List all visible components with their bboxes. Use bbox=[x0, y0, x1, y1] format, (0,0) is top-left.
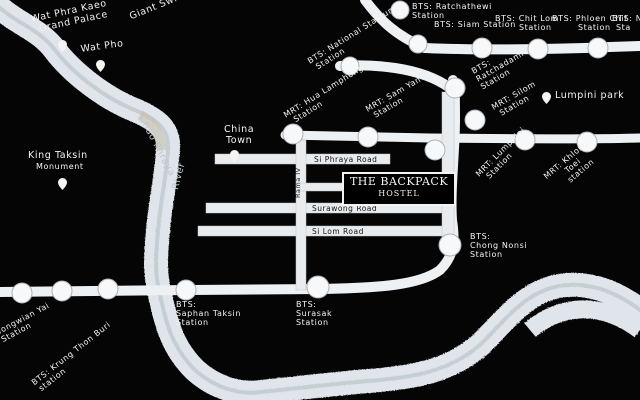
king-taksin-pin-icon bbox=[58, 178, 67, 190]
bts-sukhumvit-line bbox=[360, 0, 640, 55]
china-town-pin-icon bbox=[230, 150, 239, 162]
china-town-label: China Town bbox=[224, 124, 255, 146]
si-phraya-road-label: Si Phraya Road bbox=[314, 155, 378, 164]
hostel-subtitle: HOSTEL bbox=[378, 189, 420, 198]
wat-phra-kaeo-pin-icon bbox=[58, 40, 67, 52]
wat-pho-pin-icon bbox=[96, 60, 105, 72]
station-dots bbox=[11, 0, 609, 304]
hostel-name: THE BACKPACK bbox=[349, 175, 449, 188]
surawong-road-label: Surawong Road bbox=[312, 204, 378, 213]
mrt-blue-line bbox=[280, 130, 640, 144]
backpack-hostel-marker[interactable]: THE BACKPACK HOSTEL bbox=[342, 172, 456, 206]
si-lom-road-label: Si Lom Road bbox=[312, 227, 364, 236]
lumpini-park-label: Lumpini park bbox=[555, 90, 625, 101]
rama4-road-shape bbox=[295, 139, 307, 291]
rama4-road-label: Rama IV bbox=[294, 167, 302, 198]
king-taksin-label: King Taksin Monument bbox=[28, 150, 88, 171]
siam-station-label: BTS: Siam Station bbox=[434, 20, 516, 29]
nana-station-label: BTS: NaSta bbox=[612, 14, 640, 32]
lumpini-park-pin-icon bbox=[542, 92, 551, 104]
